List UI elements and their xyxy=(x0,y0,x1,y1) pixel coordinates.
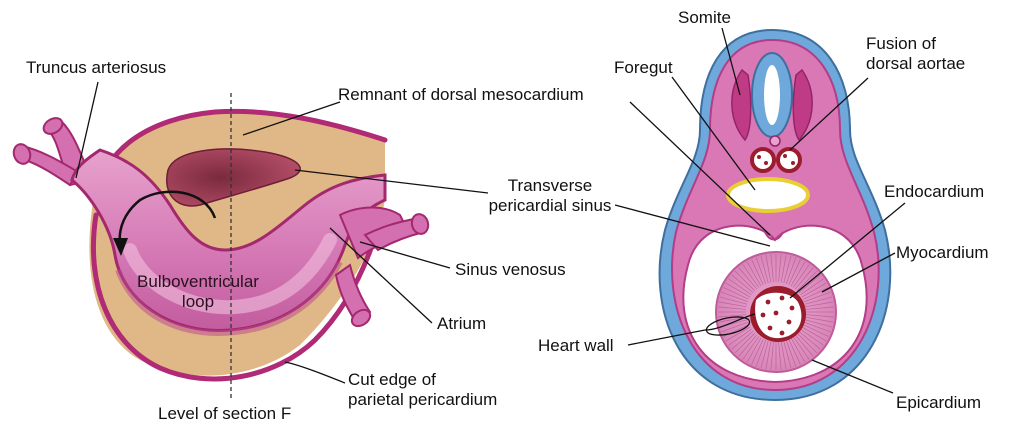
label-cut-edge-line2: parietal pericardium xyxy=(348,390,497,409)
label-bulboventricular-loop: Bulboventricular loop xyxy=(118,272,278,312)
label-fusion-line1: Fusion of xyxy=(866,34,936,53)
blood-cell xyxy=(761,313,766,318)
dorsal-aorta-right xyxy=(778,149,800,171)
dorsal-aorta-left xyxy=(752,149,774,171)
leader-sinus xyxy=(360,242,450,268)
blood-cell xyxy=(787,320,792,325)
label-fusion-line2: dorsal aortae xyxy=(866,54,965,73)
label-bulbo-line2: loop xyxy=(182,292,214,311)
label-myocardium: Myocardium xyxy=(896,243,989,263)
label-cut-edge-parietal-pericardium: Cut edge of parietal pericardium xyxy=(348,370,497,410)
blood-cell xyxy=(774,311,779,316)
label-endocardium: Endocardium xyxy=(884,182,984,202)
blood-cell xyxy=(768,326,773,331)
leader-cut-edge xyxy=(285,362,345,383)
label-epicardium: Epicardium xyxy=(896,393,981,413)
label-somite: Somite xyxy=(678,8,731,28)
neural-canal xyxy=(764,65,780,125)
label-atrium: Atrium xyxy=(437,314,486,334)
label-cut-edge-line1: Cut edge of xyxy=(348,370,436,389)
label-bulbo-line1: Bulboventricular xyxy=(137,272,259,291)
label-transverse-line1: Transverse xyxy=(508,176,592,195)
blood-cell xyxy=(780,331,785,336)
blood-cell xyxy=(780,296,785,301)
blood-cell xyxy=(783,154,787,158)
blood-cell xyxy=(764,161,768,165)
label-level-of-section: Level of section F xyxy=(158,404,291,424)
label-truncus-arteriosus: Truncus arteriosus xyxy=(26,58,166,78)
bulboventricular-figure xyxy=(11,93,430,400)
label-transverse-pericardial-sinus: Transverse pericardial sinus xyxy=(470,176,630,216)
blood-cell xyxy=(790,306,795,311)
blood-cell xyxy=(757,155,761,159)
label-sinus-venosus: Sinus venosus xyxy=(455,260,566,280)
heart-tube xyxy=(716,252,836,372)
notochord xyxy=(770,136,780,146)
label-transverse-line2: pericardial sinus xyxy=(489,196,612,215)
blood-cell xyxy=(791,161,795,165)
label-foregut: Foregut xyxy=(614,58,673,78)
label-fusion-dorsal-aortae: Fusion of dorsal aortae xyxy=(866,34,965,74)
label-remnant-dorsal-mesocardium: Remnant of dorsal mesocardium xyxy=(338,85,584,105)
blood-cell xyxy=(766,300,771,305)
label-heart-wall: Heart wall xyxy=(538,336,614,356)
cross-section-figure xyxy=(660,30,891,400)
